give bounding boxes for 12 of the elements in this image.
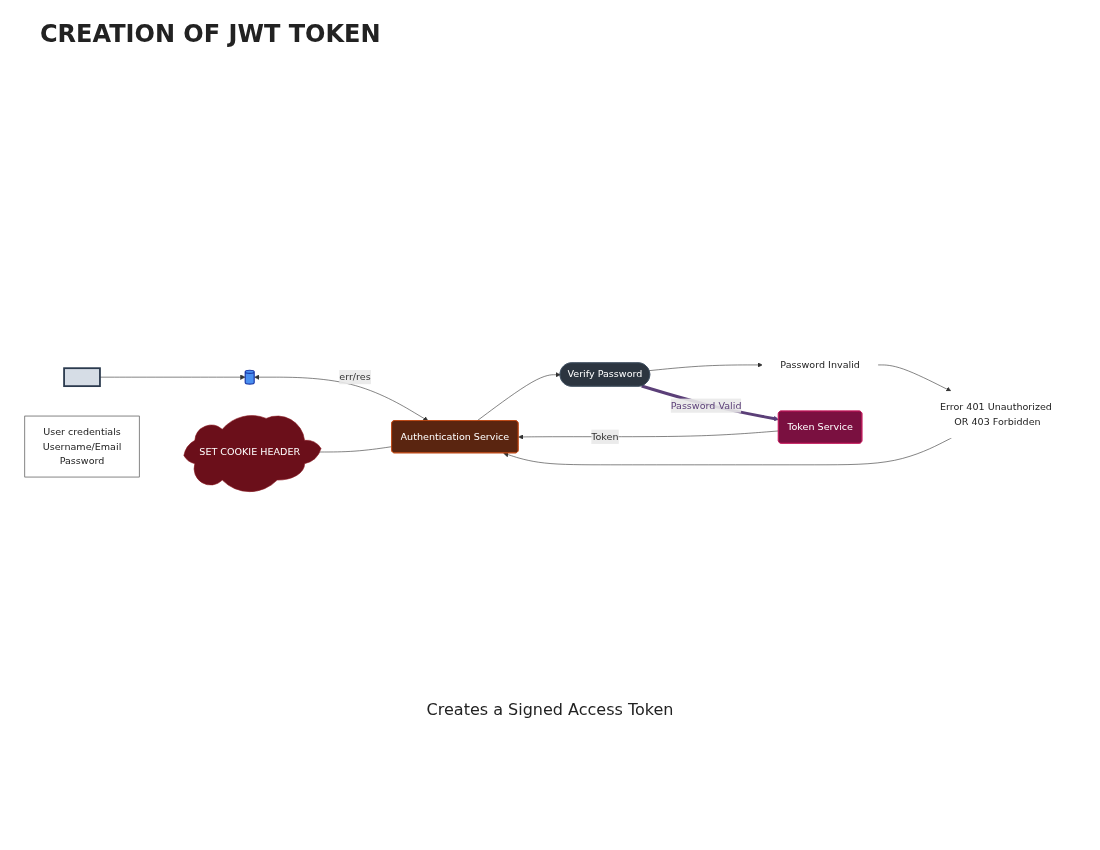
node-text: Password Invalid [780,358,860,371]
node-box: User credentials Username/Email Password [24,415,140,478]
edge-label: err/res [339,370,371,383]
arrow [641,384,779,421]
node-computer [63,367,101,387]
edge-label: Password Valid [670,399,742,411]
edge-label: Token [591,430,619,442]
node-server [244,369,255,385]
connector [318,446,393,453]
node-text: Error 401 Unauthorized OR 403 Forbidden [939,401,1052,427]
diagram-title: CREATION OF JWT TOKEN [40,20,381,48]
note-text: Creates a Signed Access Token [426,700,674,719]
